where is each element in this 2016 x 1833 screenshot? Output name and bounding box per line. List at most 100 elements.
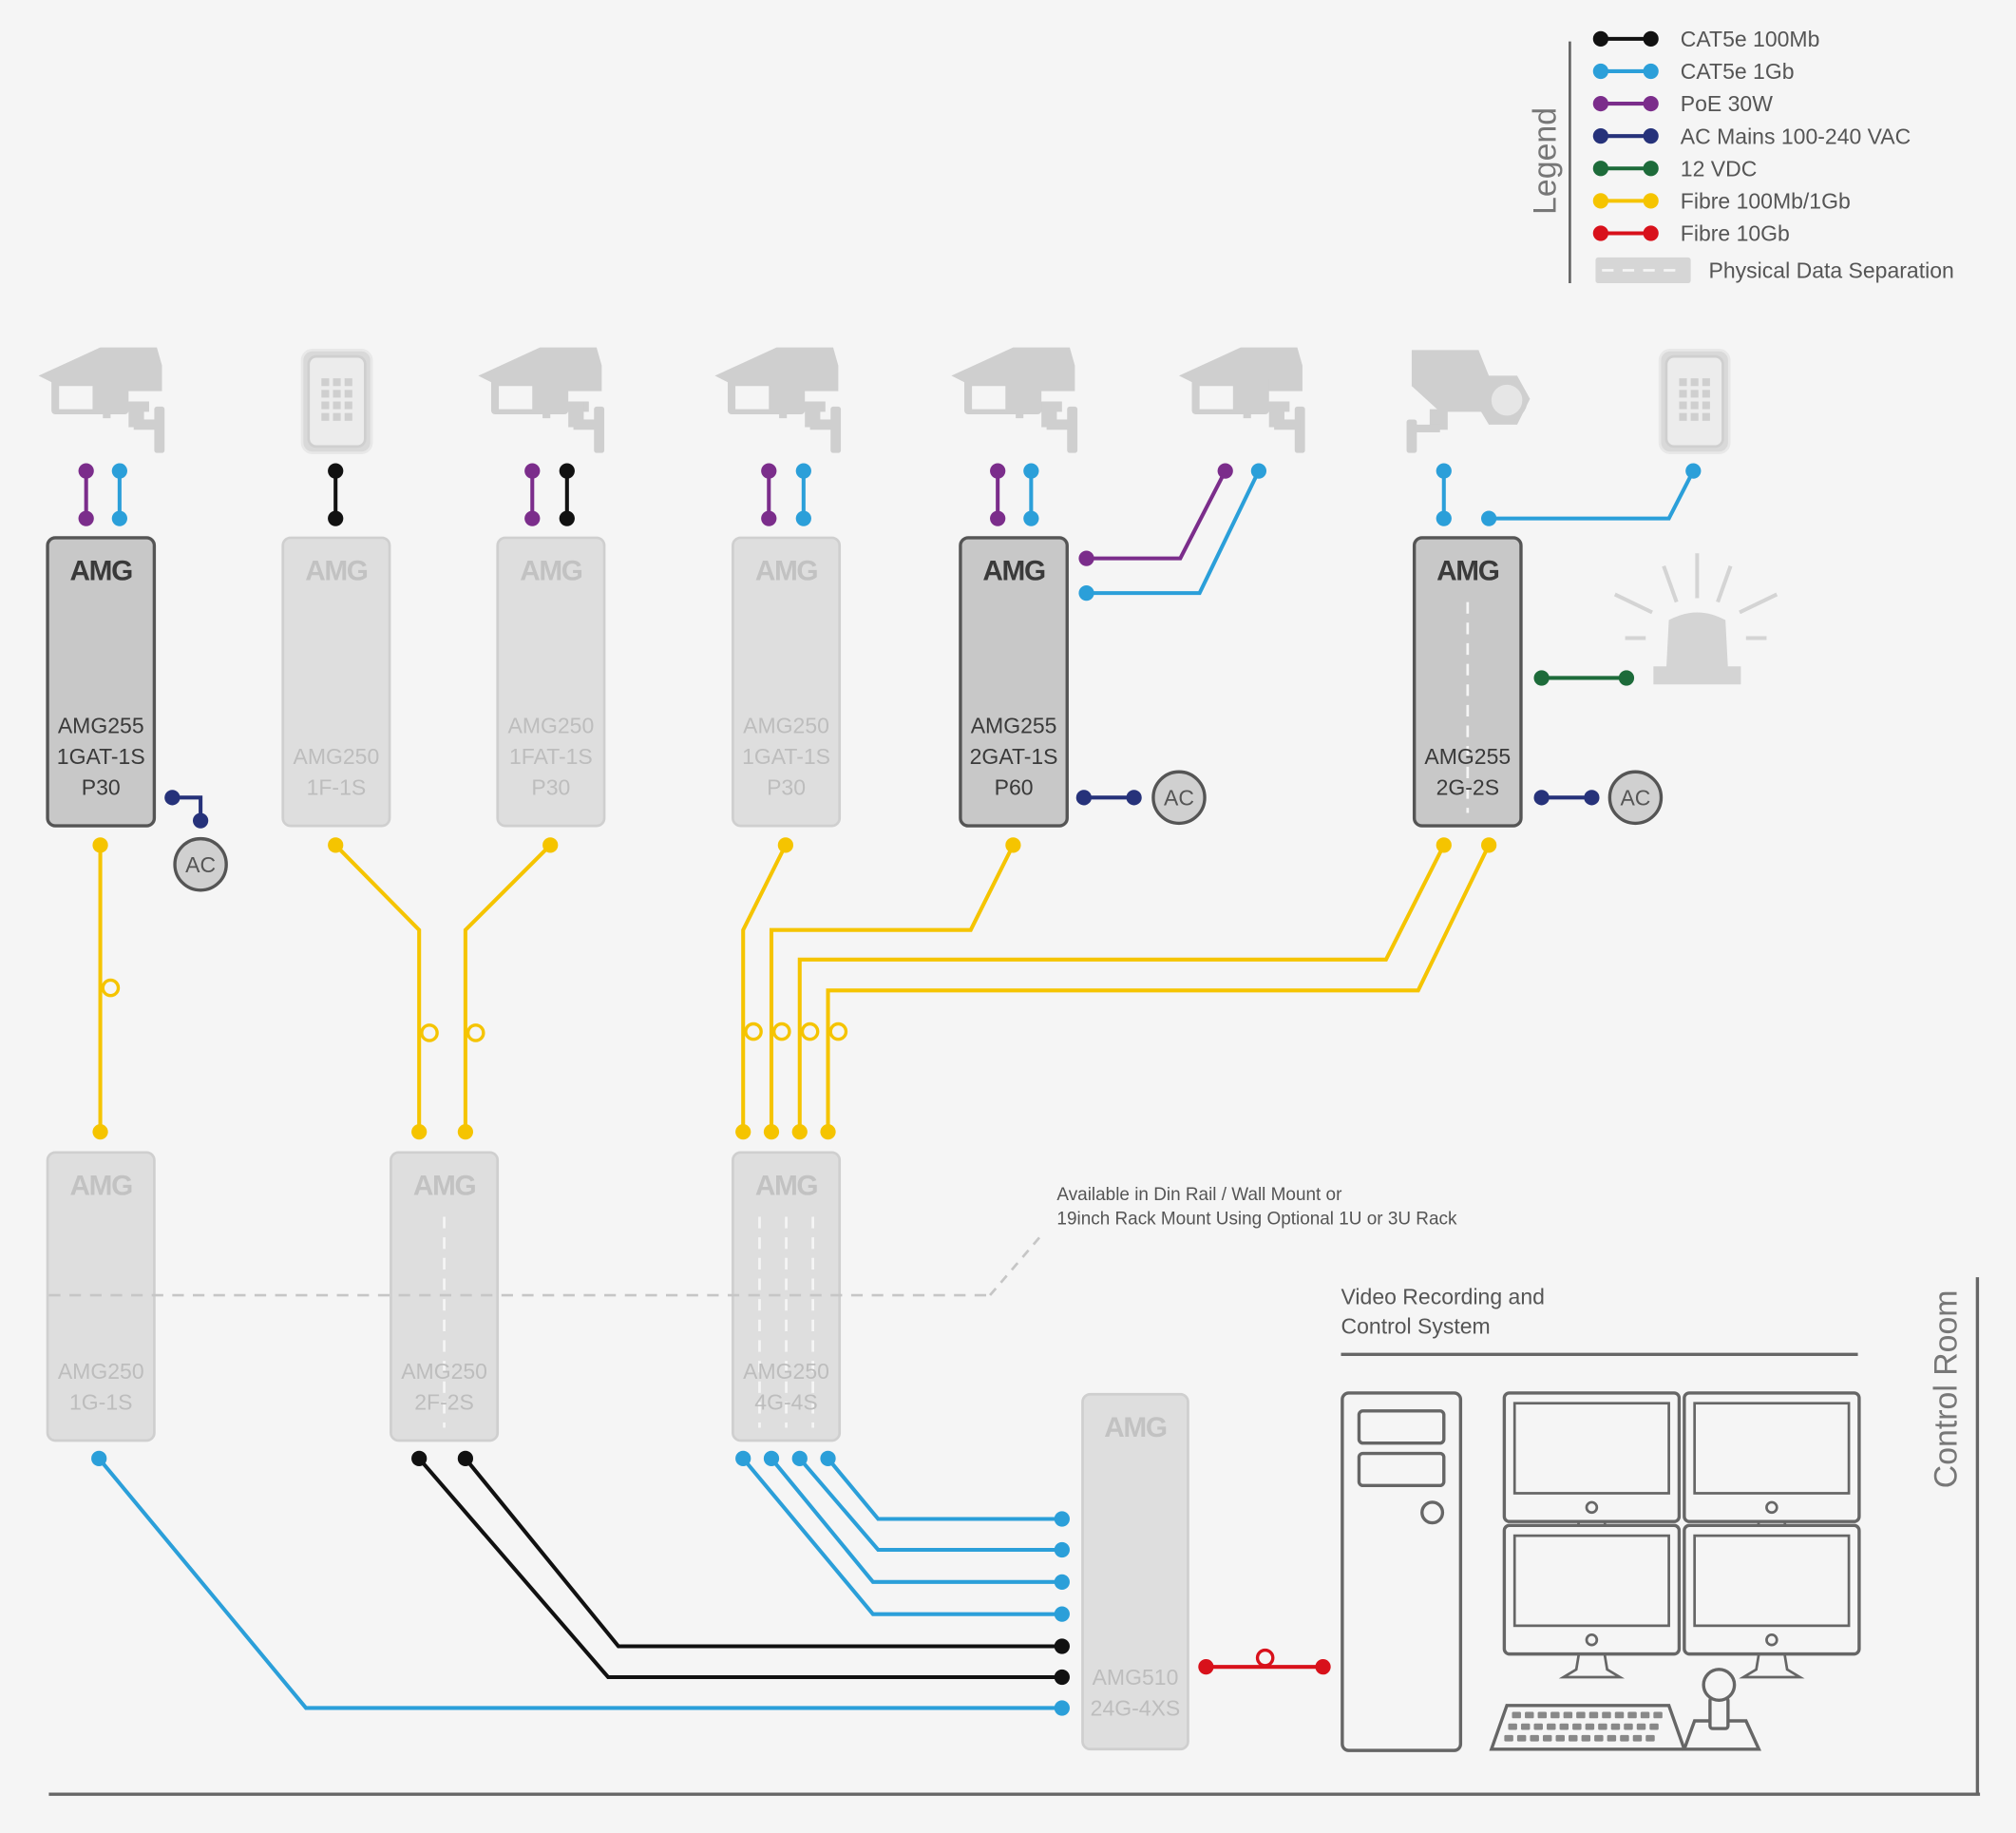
legend-item-label: CAT5e 100Mb: [1681, 27, 1820, 51]
port-dot: [92, 837, 108, 853]
vrcs-label-line-2: Control System: [1341, 1314, 1491, 1339]
legend-item: CAT5e 1Gb: [1592, 59, 1795, 84]
legend-item-label: CAT5e 1Gb: [1681, 59, 1795, 84]
unit-model-label: 4G-4S: [754, 1389, 817, 1414]
port-dot: [1217, 463, 1233, 479]
port-dot: [791, 1124, 808, 1140]
brand-logo: AMG: [413, 1170, 476, 1201]
port-dot: [990, 510, 1006, 526]
port-dot: [1198, 1659, 1214, 1675]
unit-model-label: AMG250: [401, 1359, 487, 1384]
port-dot: [328, 510, 344, 526]
ac-power-icon: AC: [1151, 770, 1207, 826]
legend-item-label: AC Mains 100-240 VAC: [1681, 124, 1911, 148]
unit-model-label: AMG250: [508, 714, 595, 738]
legend-item: AC Mains 100-240 VAC: [1592, 124, 1911, 148]
unit-model-label: 2G-2S: [1436, 775, 1499, 800]
control-room-label: Control Room: [1929, 1290, 1965, 1489]
port-dot: [411, 1450, 428, 1467]
brand-logo: AMG: [755, 1170, 818, 1201]
port-dot: [1250, 463, 1267, 479]
connections: [84, 469, 1696, 1710]
brand-logo: AMG: [755, 556, 818, 587]
port-dot: [1054, 1574, 1070, 1590]
port-dot: [192, 812, 209, 829]
port-dot: [1436, 510, 1452, 526]
legend-item: CAT5e 100Mb: [1592, 27, 1820, 51]
connection-points: [78, 463, 1702, 1716]
unit-model-label: 2F-2S: [414, 1389, 474, 1414]
port-dot: [328, 837, 344, 853]
ac-power-icon: AC: [173, 836, 228, 892]
port-dot: [1078, 585, 1094, 601]
port-dot: [1054, 1638, 1070, 1654]
port-dot: [1533, 670, 1550, 686]
port-dot: [457, 1450, 474, 1467]
units: AMGAMG2551GAT-1SP30AMGAMG2501F-1SAMGAMG2…: [46, 536, 1523, 1751]
port-dot: [763, 1124, 780, 1140]
ac-label: AC: [185, 852, 216, 877]
port-dot: [1481, 510, 1497, 526]
unit-model-label: P30: [531, 775, 570, 800]
port-dot: [1075, 790, 1092, 806]
port-dot: [111, 510, 127, 526]
beacon-icon: [1613, 553, 1778, 685]
legend-item-label: Fibre 100Mb/1Gb: [1681, 188, 1851, 213]
unit-model-label: AMG250: [58, 1359, 144, 1384]
port-dot: [559, 463, 575, 479]
port-dot: [761, 463, 777, 479]
port-dot: [91, 1450, 107, 1467]
port-dot: [111, 463, 127, 479]
cameras: [38, 347, 1305, 453]
keypad-icon: [1658, 349, 1731, 454]
ac-label: AC: [1620, 785, 1650, 810]
port-dot: [457, 1124, 474, 1140]
port-dot: [164, 790, 181, 806]
camera-icon: [478, 347, 605, 453]
camera-icon: [38, 347, 165, 453]
port-dot: [763, 1450, 780, 1467]
control-room: Video Recording and Control System Contr…: [1341, 1277, 1980, 1795]
camera-icon: [951, 347, 1078, 453]
port-dot: [1005, 837, 1021, 853]
port-dot: [1618, 670, 1635, 686]
port-dot: [524, 510, 541, 526]
unit-model-label: AMG250: [743, 714, 829, 738]
port-dot: [542, 837, 559, 853]
joystick-icon: [1682, 1668, 1761, 1751]
legend-item: Fibre 100Mb/1Gb: [1592, 188, 1851, 213]
port-dot: [524, 463, 541, 479]
port-dot: [1533, 790, 1550, 806]
unit-model-label: P60: [995, 775, 1034, 800]
port-dot: [1078, 550, 1094, 566]
unit-model-label: P30: [767, 775, 806, 800]
unit-model-label: AMG255: [58, 714, 144, 738]
port-dot: [820, 1124, 836, 1140]
port-dot: [761, 510, 777, 526]
brand-logo: AMG: [520, 556, 582, 587]
port-dot: [1481, 837, 1497, 853]
brand-logo: AMG: [1104, 1412, 1167, 1443]
keyboard-icon: [1489, 1704, 1687, 1751]
port-dot: [1126, 790, 1142, 806]
unit-model-label: AMG250: [294, 744, 380, 769]
aggregation-unit-b2: AMG AMG250 2F-2S: [390, 1151, 500, 1442]
legend-item-label: Fibre 10Gb: [1681, 221, 1790, 246]
monitor-icon: [1683, 1391, 1861, 1547]
brand-logo: AMG: [982, 556, 1045, 587]
port-dot: [795, 463, 811, 479]
brand-logo: AMG: [70, 556, 133, 587]
port-dot: [1584, 790, 1600, 806]
brand-logo: AMG: [70, 1170, 133, 1201]
ac-power-icon: AC: [1607, 770, 1664, 826]
port-dot: [78, 510, 94, 526]
monitor-icon: [1683, 1523, 1861, 1679]
port-dot: [735, 1124, 751, 1140]
legend-item: 12 VDC: [1592, 156, 1757, 181]
mount-note-line-2: 19inch Rack Mount Using Optional 1U or 3…: [1056, 1210, 1457, 1230]
keypad-icon: [300, 349, 373, 454]
